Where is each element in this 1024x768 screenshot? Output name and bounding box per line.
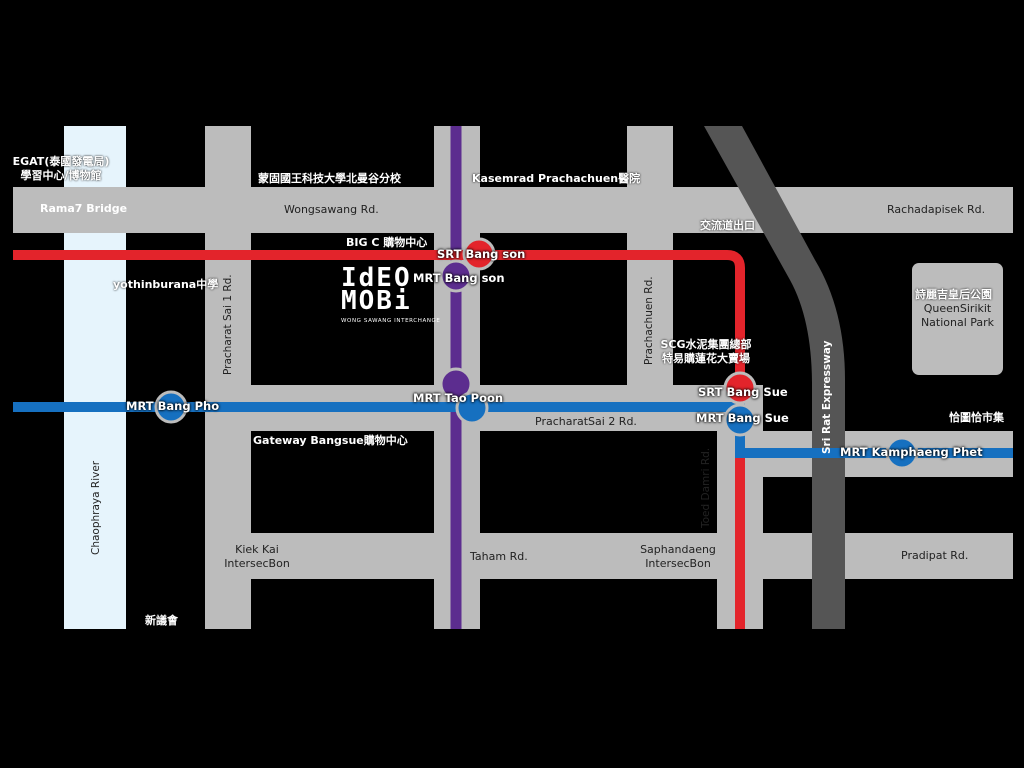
park-label-en: QueenSirikit National Park: [912, 302, 1003, 330]
parliament-label: 新議會: [145, 614, 178, 627]
logo-line2: MOBi: [341, 286, 412, 316]
rama7-bridge-label: Rama7 Bridge: [40, 202, 128, 215]
kmutnb-label: 蒙固國王科技大學北曼谷分校: [258, 172, 401, 185]
mrt-bang-pho-label[interactable]: MRT Bang Pho: [126, 399, 220, 413]
egat-line1: EGAT(泰國發電局): [12, 155, 110, 168]
mrt-bang-son-label[interactable]: MRT Bang son: [413, 271, 505, 285]
wongsawang-label: Wongsawang Rd.: [284, 203, 379, 216]
srt-bang-sue-label[interactable]: SRT Bang Sue: [698, 385, 788, 399]
road-taham: [205, 533, 1013, 579]
queen-sirikit-park: [912, 263, 1003, 375]
egat-label: EGAT(泰國發電局) 學習中心/博物館: [6, 155, 116, 183]
park-label-line1: QueenSirikit: [923, 302, 992, 315]
station-srt-bang-sue[interactable]: [723, 371, 757, 405]
chaophraya-label: Chaophraya River: [90, 460, 102, 555]
station-mrt-tao-poon[interactable]: [455, 391, 489, 425]
road-pracharat-sai-1: [205, 126, 251, 629]
kiek-kai-intersection: Kiek Kai IntersecBon: [222, 543, 292, 571]
big-c-label: BIG C 購物中心: [346, 236, 428, 249]
road-wongsawang: [13, 187, 1013, 233]
logo-tagline: WONG SAWANG INTERCHANGE: [341, 318, 441, 324]
park-label-line2: National Park: [920, 316, 995, 329]
scg-line2: 特易購蓮花大賣場: [662, 352, 750, 365]
logo-line1: IdEO: [341, 263, 412, 293]
taham-label: Taham Rd.: [470, 550, 528, 563]
yothinburana-label: yothinburana中學: [113, 278, 219, 291]
pracharat-sai-2-label: PracharatSai 2 Rd.: [535, 415, 637, 428]
saphandaeng-intersection: Saphandaeng IntersecBon: [636, 543, 720, 571]
egat-line2: 學習中心/博物館: [20, 169, 102, 182]
red-line: [13, 250, 745, 629]
station-srt-bang-son[interactable]: [462, 237, 496, 271]
sri-rat-label: Sri Rat Expressway: [821, 340, 833, 454]
scg-label: SCG水泥集團總部 特易購蓮花大賣場: [650, 338, 762, 366]
pradipat-label: Pradipat Rd.: [901, 549, 969, 562]
pracharat-sai-1-label: Pracharat Sai 1 Rd.: [222, 274, 234, 375]
toed-damri-label: Toed Damri Rd.: [700, 447, 712, 528]
chatuchak-label: 恰圖恰市集: [949, 411, 1004, 424]
station-mrt-kamphaeng-phet[interactable]: [885, 436, 919, 470]
gateway-label: Gateway Bangsue購物中心: [253, 434, 408, 447]
srt-bang-son-label[interactable]: SRT Bang son: [437, 247, 526, 261]
station-mrt-bang-sue[interactable]: [723, 403, 757, 437]
scg-line1: SCG水泥集團總部: [660, 338, 752, 351]
kiek-kai-line1: Kiek Kai: [235, 543, 279, 556]
mrt-kamphaeng-phet-label[interactable]: MRT Kamphaeng Phet: [840, 445, 983, 459]
rachadapisek-label: Rachadapisek Rd.: [887, 203, 986, 216]
saphandaeng-line2: IntersecBon: [645, 557, 711, 570]
saphandaeng-line1: Saphandaeng: [640, 543, 716, 556]
station-mrt-bang-son[interactable]: [439, 259, 473, 293]
mrt-tao-poon-label[interactable]: MRT Tao Poon: [413, 391, 504, 405]
station-tao-poon-purple[interactable]: [439, 367, 473, 401]
sri-rat-expressway: [704, 126, 845, 629]
expressway-exit-label: 交流道出口: [700, 219, 755, 232]
station-mrt-bang-pho[interactable]: [154, 390, 188, 424]
park-label-cn: 詩麗吉皇后公園: [915, 288, 992, 301]
ideo-mobi-logo: IdEO MOBi WONG SAWANG INTERCHANGE: [341, 263, 441, 331]
kiek-kai-line2: IntersecBon: [224, 557, 290, 570]
kasemrad-label: Kasemrad Prachachuen醫院: [472, 172, 641, 185]
mrt-bang-sue-label[interactable]: MRT Bang Sue: [696, 411, 789, 425]
